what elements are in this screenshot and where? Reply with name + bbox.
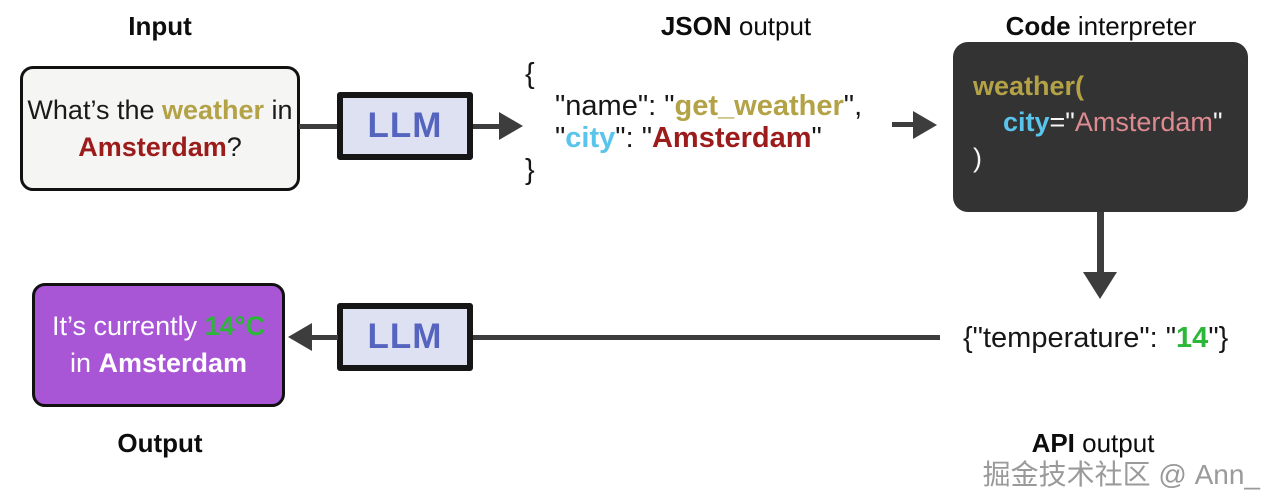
code-line-3: ) bbox=[973, 140, 1248, 176]
code-interpreter-title: Code interpreter bbox=[951, 11, 1251, 42]
json-output-block: { "name": "get_weather", "city": "Amster… bbox=[525, 58, 862, 186]
output-box-line2: in Amsterdam bbox=[70, 345, 247, 382]
output-box: It’s currently 14°C in Amsterdam bbox=[32, 283, 285, 407]
json-q: ": " bbox=[637, 90, 675, 122]
json-name-key: name bbox=[565, 90, 638, 122]
api-output-title: API output bbox=[943, 428, 1243, 459]
input-box-line1: What’s the weather in bbox=[27, 92, 292, 129]
api-result-text: {"temperature": "14"} bbox=[963, 322, 1228, 355]
input-city-highlight: Amsterdam bbox=[78, 131, 227, 162]
watermark: 掘金技术社区 @ Ann_ bbox=[983, 453, 1260, 493]
arrow-head-code-to-api bbox=[1083, 272, 1117, 299]
code-line-1: weather( bbox=[973, 68, 1248, 104]
arrow-head-json-to-code bbox=[913, 111, 937, 139]
input-title-text: Input bbox=[128, 11, 192, 41]
arrow-line-json-to-code bbox=[892, 122, 915, 127]
input-weather-highlight: weather bbox=[162, 94, 265, 125]
arrow-head-llm2-to-output bbox=[288, 323, 312, 351]
json-city-key: city bbox=[565, 122, 616, 154]
api-result-value: 14 bbox=[1176, 322, 1209, 354]
code-equals: =" bbox=[1049, 107, 1075, 137]
input-text-1: What’s the bbox=[27, 94, 162, 125]
code-interpreter-box: weather( city="Amsterdam" ) bbox=[953, 42, 1248, 212]
code-interpreter-title-bold: Code bbox=[1005, 11, 1071, 41]
code-paren-open: ( bbox=[1075, 71, 1085, 101]
code-paren-close: ) bbox=[973, 143, 982, 173]
json-q: " bbox=[555, 90, 566, 122]
json-brace-close: } bbox=[525, 154, 535, 186]
llm-box-1: LLM bbox=[337, 92, 473, 160]
api-result-post: "} bbox=[1208, 322, 1229, 354]
json-line-city: "city": "Amsterdam" bbox=[555, 122, 862, 154]
input-title: Input bbox=[40, 11, 280, 42]
watermark-text: 掘金技术社区 @ Ann_ bbox=[982, 459, 1260, 490]
output-text-2: in bbox=[69, 348, 99, 378]
code-fn-name: weather bbox=[973, 71, 1076, 101]
arrow-line-llm2-to-output bbox=[308, 335, 338, 340]
output-temp-highlight: 14°C bbox=[204, 311, 265, 341]
json-name-value: get_weather bbox=[674, 90, 844, 122]
json-brace-open: { bbox=[525, 58, 535, 90]
json-output-title: JSON output bbox=[586, 11, 886, 42]
input-text-2: in bbox=[264, 94, 293, 125]
api-output-title-bold: API bbox=[1031, 428, 1075, 458]
json-output-title-bold: JSON bbox=[660, 11, 732, 41]
arrow-line-api-to-llm2 bbox=[470, 335, 940, 340]
json-line-name: "name": "get_weather", bbox=[555, 90, 862, 122]
json-city-value: Amsterdam bbox=[651, 122, 812, 154]
api-result-pre: {"temperature": " bbox=[963, 322, 1177, 354]
output-text-1: It’s currently bbox=[52, 311, 205, 341]
json-q: ", bbox=[843, 90, 863, 122]
arrow-line-input-to-llm1 bbox=[299, 124, 339, 129]
json-q: ": " bbox=[615, 122, 652, 154]
llm-box-2-label: LLM bbox=[367, 317, 443, 356]
api-output-title-rest: output bbox=[1074, 428, 1155, 458]
code-line-2: city="Amsterdam" bbox=[1003, 104, 1248, 140]
json-output-title-rest: output bbox=[731, 11, 812, 41]
output-city-highlight: Amsterdam bbox=[98, 348, 248, 378]
json-q: " bbox=[555, 122, 566, 154]
output-box-line1: It’s currently 14°C bbox=[52, 308, 265, 345]
json-q: " bbox=[811, 122, 822, 154]
output-title: Output bbox=[40, 428, 280, 459]
llm-box-2: LLM bbox=[337, 303, 473, 371]
input-box-line2: Amsterdam? bbox=[78, 129, 242, 166]
arrow-line-llm1-to-json bbox=[473, 124, 501, 129]
arrow-head-llm1-to-json bbox=[499, 112, 523, 140]
output-title-text: Output bbox=[117, 428, 203, 458]
code-quote: " bbox=[1212, 107, 1223, 137]
code-arg-key: city bbox=[1003, 107, 1050, 137]
input-text-3: ? bbox=[226, 131, 242, 162]
code-interpreter-title-rest: interpreter bbox=[1070, 11, 1197, 41]
arrow-line-code-to-api bbox=[1097, 212, 1104, 274]
input-box: What’s the weather in Amsterdam? bbox=[20, 66, 300, 191]
code-arg-value: Amsterdam bbox=[1074, 107, 1213, 137]
llm-box-1-label: LLM bbox=[367, 106, 443, 145]
